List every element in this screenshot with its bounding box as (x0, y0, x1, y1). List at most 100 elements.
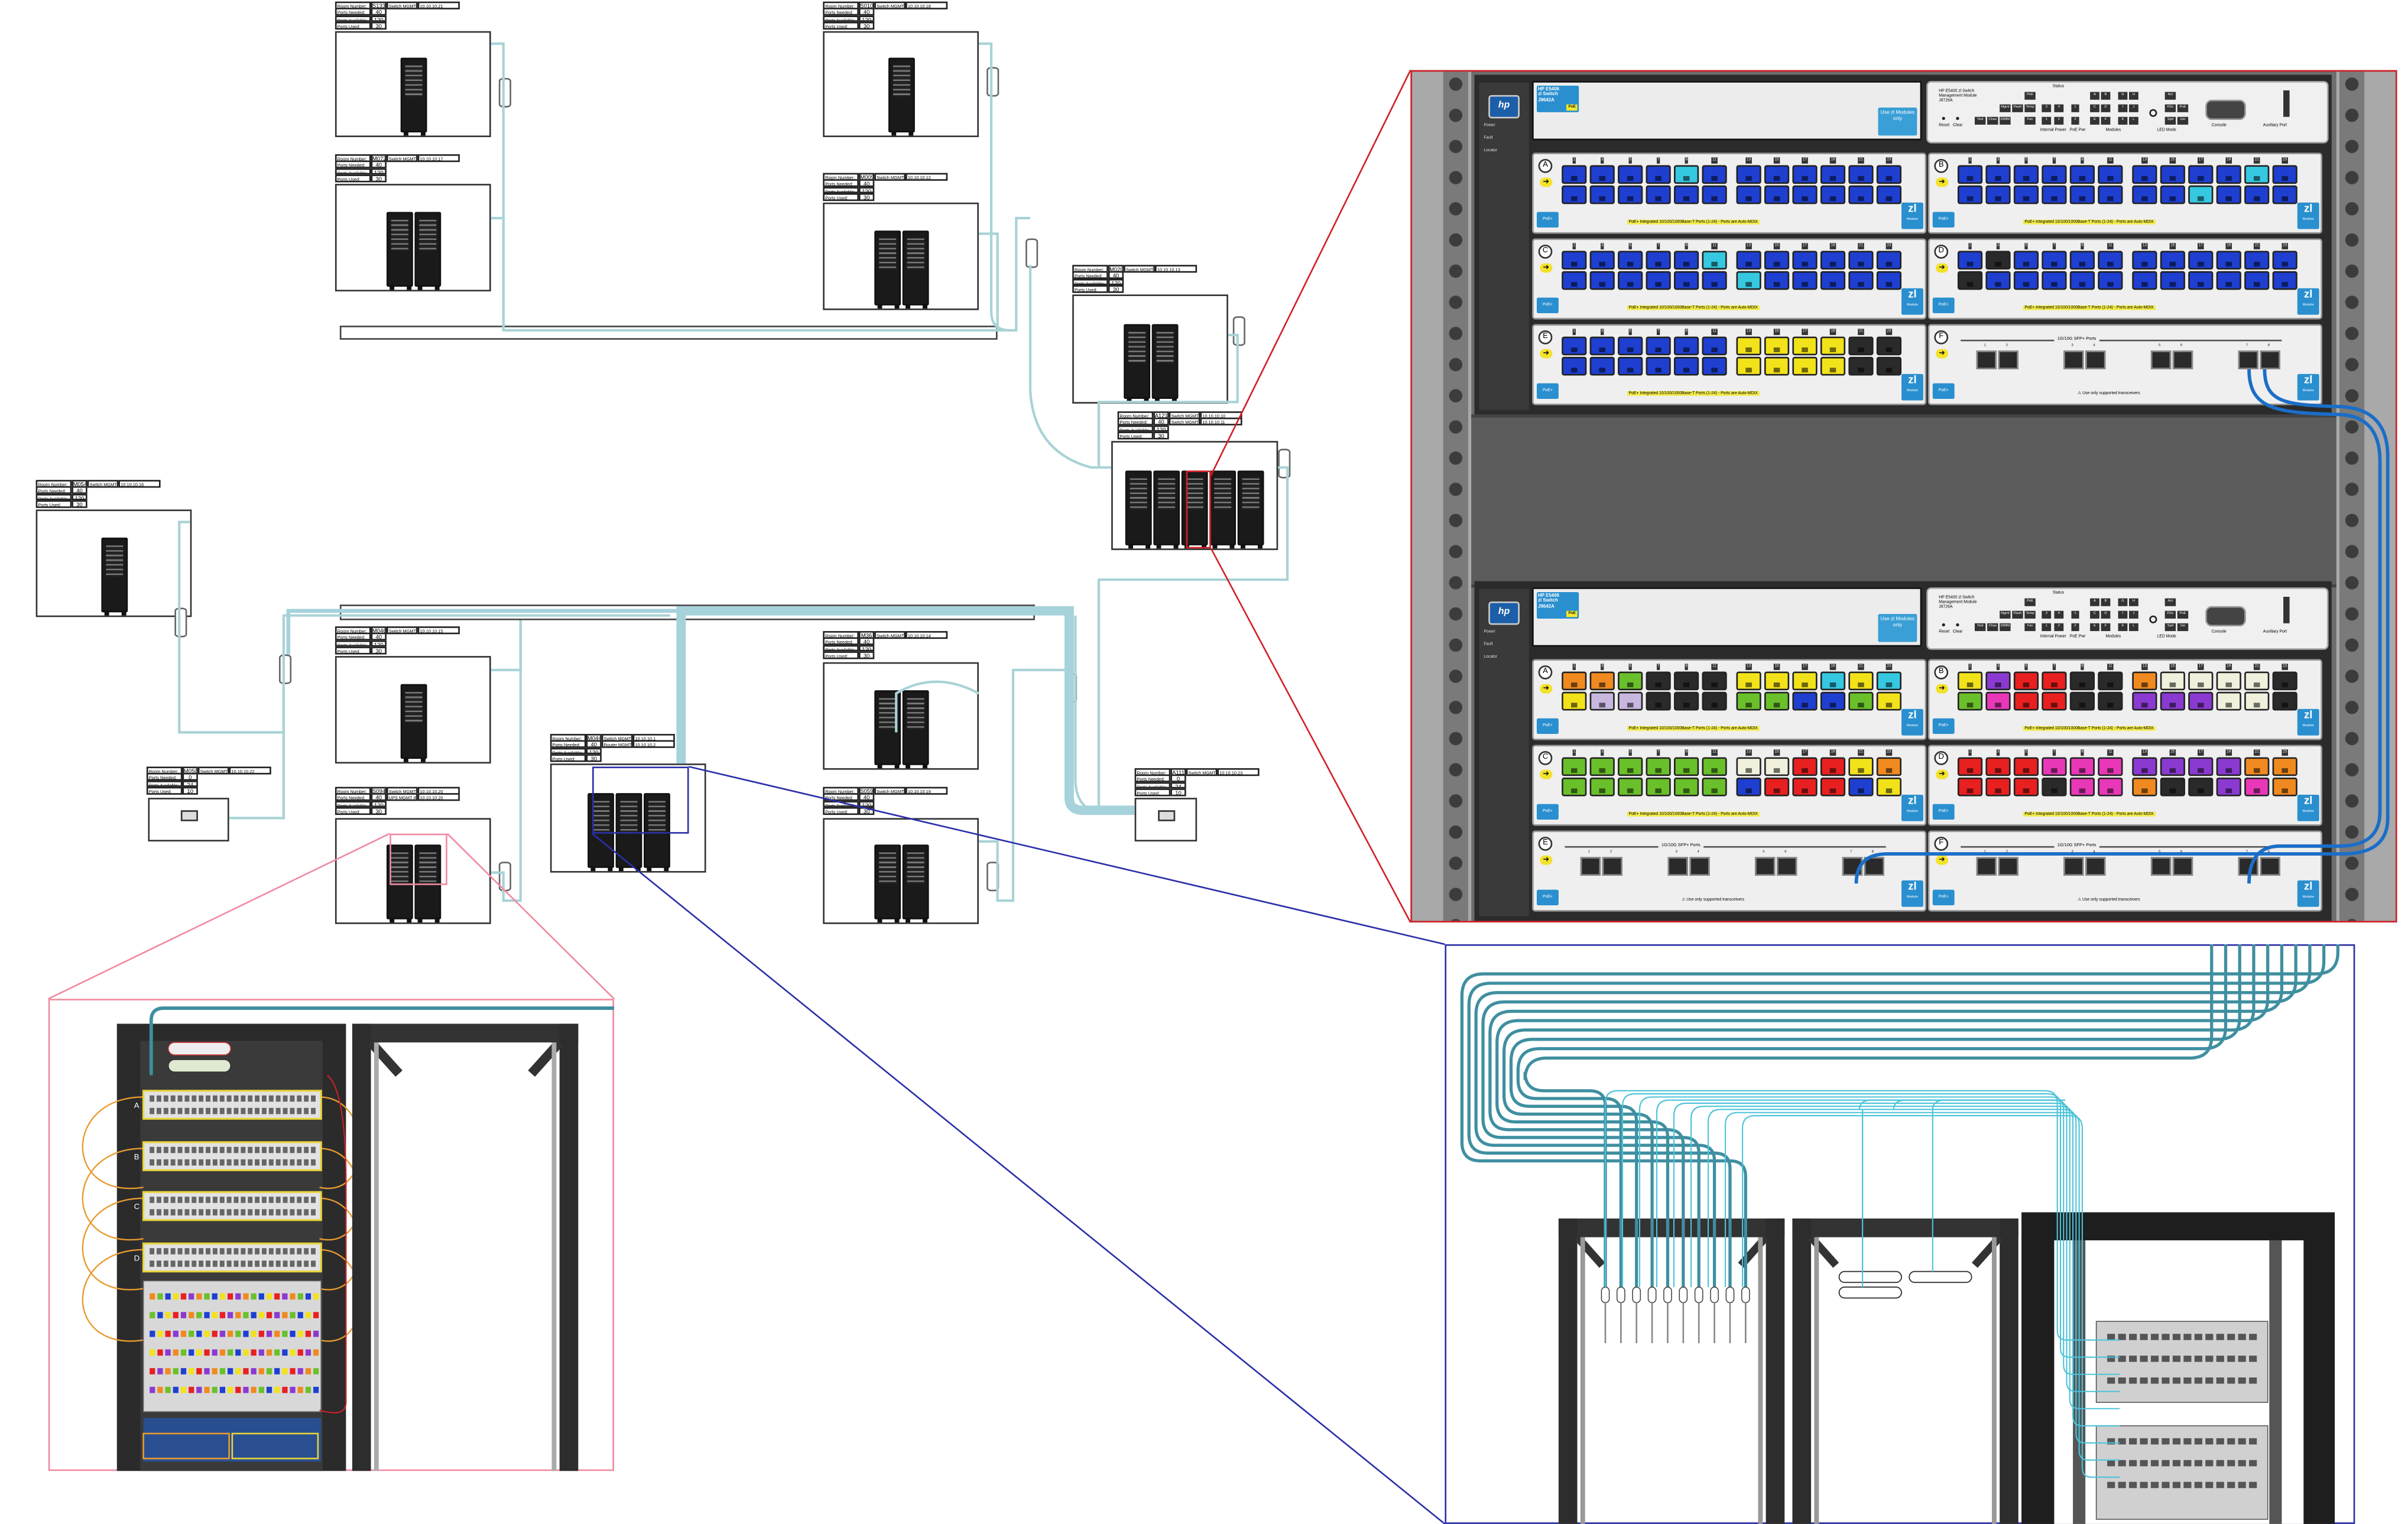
ethernet-port[interactable] (2272, 165, 2297, 184)
ethernet-port[interactable] (1589, 357, 1615, 376)
ethernet-port[interactable] (1589, 692, 1615, 711)
ethernet-port[interactable] (1674, 186, 1699, 205)
ethernet-port[interactable] (2069, 186, 2095, 205)
ethernet-port[interactable] (1562, 671, 1587, 691)
ethernet-port[interactable] (1736, 186, 1761, 205)
sfp-port[interactable] (1976, 350, 1997, 369)
ethernet-port[interactable] (2244, 251, 2270, 270)
ethernet-port[interactable] (1957, 271, 1983, 291)
ethernet-port[interactable] (1848, 692, 1874, 711)
highlight-rack-red[interactable] (1186, 470, 1211, 549)
ethernet-port[interactable] (1618, 357, 1643, 376)
ethernet-port[interactable] (2042, 186, 2067, 205)
ethernet-port[interactable] (1764, 251, 1790, 270)
ethernet-port[interactable] (1848, 337, 1874, 356)
ethernet-port[interactable] (2272, 186, 2297, 205)
ethernet-port[interactable] (2188, 186, 2214, 205)
server-rack-icon[interactable] (901, 690, 929, 768)
ethernet-port[interactable] (2160, 165, 2185, 184)
console-port[interactable] (2205, 99, 2246, 121)
ethernet-port[interactable] (2013, 165, 2039, 184)
server-rack-icon[interactable] (1181, 470, 1208, 549)
server-rack-icon[interactable] (1153, 470, 1180, 549)
ethernet-port[interactable] (2160, 251, 2185, 270)
ethernet-port[interactable] (1792, 692, 1818, 711)
ethernet-port[interactable] (1702, 337, 1727, 356)
ethernet-port[interactable] (1876, 186, 1902, 205)
ethernet-port[interactable] (1876, 165, 1902, 184)
ethernet-port[interactable] (1562, 251, 1587, 270)
ethernet-port[interactable] (1618, 271, 1643, 291)
ethernet-port[interactable] (2013, 271, 2039, 291)
auxiliary-port[interactable] (2283, 596, 2290, 623)
room-box[interactable] (335, 818, 491, 924)
ethernet-port[interactable] (1764, 357, 1790, 376)
ethernet-port[interactable] (1876, 357, 1902, 376)
led-mode-button[interactable] (2149, 615, 2157, 623)
ethernet-port[interactable] (2216, 186, 2241, 205)
ethernet-port[interactable] (1646, 251, 1671, 270)
sfp-port[interactable] (2172, 350, 2193, 369)
ethernet-port[interactable] (1820, 271, 1846, 291)
room-box[interactable] (335, 184, 491, 292)
ethernet-port[interactable] (1674, 692, 1699, 711)
sfp-port[interactable] (2085, 350, 2106, 369)
room-box[interactable] (1111, 441, 1278, 550)
ethernet-port[interactable] (2160, 271, 2185, 291)
ethernet-port[interactable] (2216, 271, 2241, 291)
highlight-rack-blue[interactable] (592, 766, 689, 834)
ethernet-port[interactable] (2132, 186, 2157, 205)
ethernet-port[interactable] (1792, 251, 1818, 270)
ethernet-port[interactable] (1820, 251, 1846, 270)
sfp-port[interactable] (2063, 350, 2084, 369)
clear-button[interactable] (1956, 116, 1959, 121)
ethernet-port[interactable] (1562, 337, 1587, 356)
ethernet-port[interactable] (1618, 692, 1643, 711)
ethernet-port[interactable] (2098, 186, 2123, 205)
ethernet-port[interactable] (1562, 271, 1587, 291)
ethernet-port[interactable] (1764, 271, 1790, 291)
led-mode-button[interactable] (2149, 109, 2157, 117)
room-box[interactable] (1072, 294, 1228, 404)
ethernet-port[interactable] (1618, 671, 1643, 691)
sfp-port[interactable] (1998, 350, 2018, 369)
ethernet-port[interactable] (1985, 165, 2011, 184)
ethernet-port[interactable] (2244, 186, 2270, 205)
ethernet-port[interactable] (1820, 692, 1846, 711)
ethernet-port[interactable] (1792, 357, 1818, 376)
ethernet-port[interactable] (1820, 671, 1846, 691)
ethernet-port[interactable] (1848, 186, 1874, 205)
ethernet-port[interactable] (1848, 671, 1874, 691)
ethernet-port[interactable] (2069, 251, 2095, 270)
ethernet-port[interactable] (1792, 337, 1818, 356)
ethernet-port[interactable] (1876, 671, 1902, 691)
ethernet-port[interactable] (2272, 271, 2297, 291)
ethernet-port[interactable] (1985, 251, 2011, 270)
ethernet-port[interactable] (1589, 186, 1615, 205)
ethernet-port[interactable] (1589, 337, 1615, 356)
room-box[interactable] (1134, 798, 1197, 841)
room-box[interactable] (335, 656, 491, 764)
ethernet-port[interactable] (1562, 186, 1587, 205)
ethernet-port[interactable] (1957, 165, 1983, 184)
ethernet-port[interactable] (1985, 186, 2011, 205)
ethernet-port[interactable] (1820, 165, 1846, 184)
ethernet-port[interactable] (1792, 186, 1818, 205)
ethernet-port[interactable] (1764, 671, 1790, 691)
sfp-port[interactable] (2260, 350, 2280, 369)
ethernet-port[interactable] (1792, 271, 1818, 291)
ethernet-port[interactable] (1646, 165, 1671, 184)
ethernet-port[interactable] (1702, 165, 1727, 184)
ethernet-port[interactable] (1764, 692, 1790, 711)
ethernet-port[interactable] (1702, 251, 1727, 270)
ethernet-port[interactable] (1646, 271, 1671, 291)
ethernet-port[interactable] (2042, 251, 2067, 270)
ethernet-port[interactable] (2098, 271, 2123, 291)
ethernet-port[interactable] (1589, 165, 1615, 184)
ethernet-port[interactable] (1618, 337, 1643, 356)
ethernet-port[interactable] (1646, 186, 1671, 205)
